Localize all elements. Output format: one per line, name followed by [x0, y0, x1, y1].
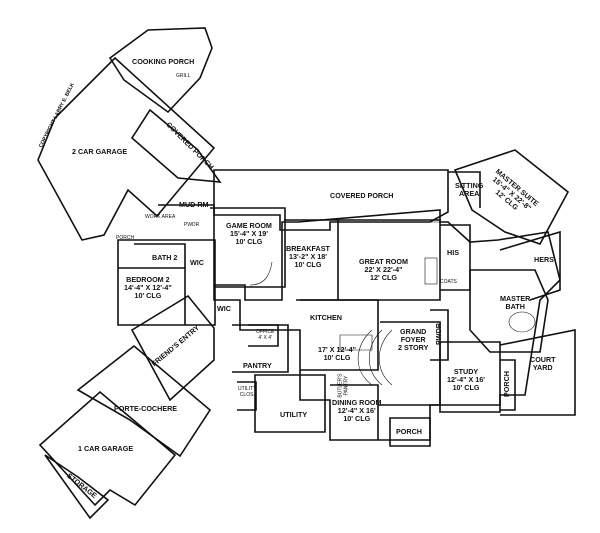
- wall-garage-2car: [37, 56, 216, 241]
- room-one-car-garage: 1 CAR GARAGE: [78, 444, 134, 453]
- room-kitchen: KITCHEN: [310, 313, 342, 322]
- wall-court-yard: [499, 329, 576, 416]
- wall-kitchen: [300, 299, 379, 371]
- wall-porch-front: [389, 417, 431, 447]
- wall-utility: [254, 374, 326, 433]
- wall-covered-porch-side: [130, 108, 222, 183]
- room-two-car-garage: 2 CAR GARAGE: [72, 147, 128, 156]
- room-bath2: BATH 2: [152, 253, 178, 262]
- wall-porte-cochere: [76, 344, 212, 458]
- room-wic-lower: WIC: [217, 304, 231, 313]
- room-cooking-porch: COOKING PORCH: [132, 57, 195, 66]
- room-utility: UTILITY: [280, 410, 308, 419]
- room-covered-porch-main: COVERED PORCH: [330, 191, 394, 200]
- wall-porch-right: [500, 359, 516, 411]
- wall-game-room: [210, 207, 286, 288]
- wall-foyer: [378, 321, 441, 406]
- wall-storage: [44, 454, 110, 520]
- room-porte-cochere: PORTE-COCHERE: [114, 404, 178, 413]
- great-room-columns: [337, 226, 441, 300]
- room-wic-left: WIC: [190, 258, 204, 267]
- wall-core: [158, 204, 561, 441]
- wall-friends-entry: [130, 294, 215, 402]
- room-porch-front: PORCH: [396, 427, 422, 436]
- room-work-area: WORK AREA: [145, 214, 176, 220]
- room-grill: GRILL: [176, 73, 191, 79]
- wall-pwdr: [430, 309, 449, 361]
- wall-cooking-porch: [108, 27, 213, 114]
- room-hers: HERS: [534, 255, 554, 264]
- wall-bath2: [134, 243, 186, 268]
- room-kitchen-dims: 17' X 12'-4"10' CLG: [318, 345, 356, 362]
- wall-office: [248, 324, 279, 347]
- kitchen-island: [339, 334, 373, 351]
- room-mud-rm: MUD RM: [179, 200, 209, 209]
- game-room-curve: [249, 261, 273, 286]
- room-coats: COATS: [440, 279, 457, 285]
- wall-left-wing: [117, 239, 216, 326]
- wall-master-suite: [453, 149, 570, 245]
- wall-master-bath: [469, 269, 549, 353]
- wall-utility-clos: [237, 381, 257, 411]
- room-pwdr-right: PWDR: [433, 323, 443, 345]
- grand-stair: [357, 329, 393, 386]
- wall-dining: [330, 384, 379, 440]
- master-tub: [508, 311, 536, 333]
- wall-sitting: [448, 171, 481, 208]
- wall-garage-1car: [38, 390, 177, 507]
- room-porch-right: PORCH: [501, 371, 511, 397]
- fireplace: [424, 257, 438, 285]
- room-pwdr-left: PWDR: [184, 222, 200, 228]
- porch-railing: [330, 176, 449, 223]
- room-his: HIS: [447, 248, 459, 257]
- room-porch-small: PORCH: [116, 235, 135, 241]
- room-pantry: PANTRY: [243, 361, 272, 370]
